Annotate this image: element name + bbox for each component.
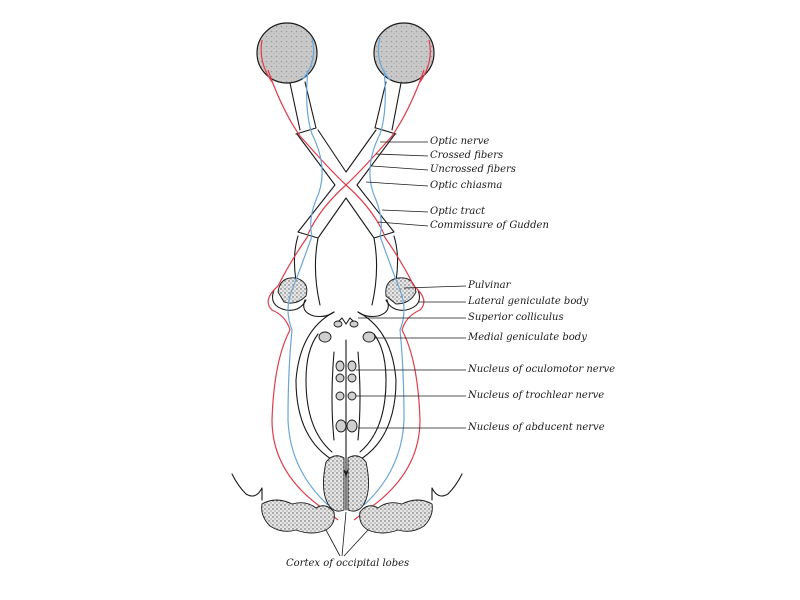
label-nucleus-of-oculomotor-nerve: Nucleus of oculomotor nerve — [468, 364, 616, 375]
crossed-radiations — [267, 235, 425, 521]
label-nucleus-of-trochlear-nerve: Nucleus of trochlear nerve — [468, 390, 605, 401]
trochlear-nuclei — [335, 391, 357, 401]
right-retina-temporal — [419, 39, 431, 83]
uncrossed-fibers — [306, 69, 386, 237]
label-medial-geniculate-body: Medial geniculate body — [468, 332, 587, 343]
optic-tracts — [293, 235, 399, 306]
label-optic-tract: Optic tract — [430, 206, 485, 217]
label-crossed-fibers: Crossed fibers — [430, 150, 504, 161]
left-retina-temporal — [260, 39, 273, 83]
label-lateral-geniculate-body: Lateral geniculate body — [468, 296, 589, 307]
right-eyeball — [373, 22, 435, 84]
cortex-leaders — [325, 511, 369, 557]
label-leaders — [356, 141, 467, 429]
oculomotor-nuclei — [335, 360, 357, 383]
medial-geniculate-bodies — [318, 331, 376, 343]
label-superior-colliculus: Superior colliculus — [468, 312, 564, 323]
occipital-cortex — [231, 455, 463, 534]
abducent-nuclei — [335, 419, 358, 433]
right-retina-nasal — [377, 37, 391, 81]
left-retina-nasal — [301, 37, 315, 81]
left-eyeball — [256, 22, 318, 84]
optic-chiasma-shape — [296, 129, 396, 239]
label-nucleus-of-abducent-nerve: Nucleus of abducent nerve — [468, 422, 605, 433]
superior-colliculi — [333, 320, 359, 328]
lateral-geniculate-bodies — [271, 289, 421, 311]
label-cortex-of-occipital-lobes: Cortex of occipital lobes — [286, 558, 410, 569]
label-commissure-of-gudden: Commissure of Gudden — [430, 220, 549, 231]
label-uncrossed-fibers: Uncrossed fibers — [430, 164, 516, 175]
label-pulvinar: Pulvinar — [468, 280, 511, 291]
crossed-fibers — [267, 69, 425, 235]
label-optic-nerve: Optic nerve — [430, 136, 490, 147]
label-optic-chiasma: Optic chiasma — [430, 180, 503, 191]
